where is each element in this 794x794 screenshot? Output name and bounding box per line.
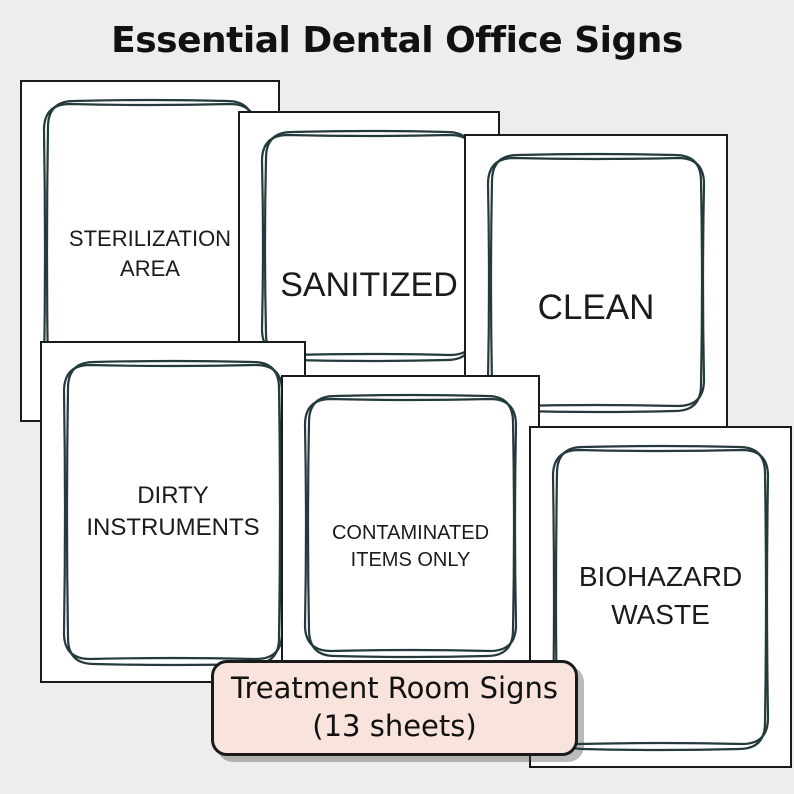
sign-sheet-sanitized: SANITIZED [238, 111, 500, 379]
sign-label-line: BIOHAZARD [578, 561, 743, 592]
badge-line-2: (13 sheets) [312, 709, 477, 743]
frame-stroke [62, 363, 284, 661]
sign-label-line: DIRTY [137, 482, 209, 509]
sign-label-line: STERILIZATION [68, 226, 232, 251]
sign-label: STERILIZATION AREA [22, 224, 278, 283]
sketch-frame-icon [486, 152, 706, 414]
badge-line-1: Treatment Room Signs [231, 671, 558, 705]
frame-stroke [260, 133, 478, 357]
sign-sheet-dirty-instruments: DIRTY INSTRUMENTS [40, 341, 306, 683]
frame-stroke [303, 397, 518, 653]
frame-stroke [486, 156, 706, 408]
sign-label-line: CLEAN [537, 288, 655, 327]
treatment-room-badge: Treatment Room Signs (13 sheets) [211, 660, 578, 756]
sketch-frame-icon [303, 393, 518, 659]
sign-sheet-contaminated-items-only: CONTAMINATED ITEMS ONLY [281, 375, 540, 675]
sign-label: BIOHAZARD WASTE [531, 558, 790, 634]
sign-label: SANITIZED [240, 263, 498, 309]
sign-label-line: WASTE [611, 598, 710, 630]
sign-label: CONTAMINATED ITEMS ONLY [283, 520, 538, 574]
sketch-frame-icon [260, 129, 478, 363]
sign-label-line: INSTRUMENTS [86, 514, 260, 542]
page-title: Essential Dental Office Signs [111, 20, 683, 61]
frame-stroke [554, 444, 768, 752]
frame-stroke [551, 448, 770, 746]
sign-label-line: CONTAMINATED [331, 522, 490, 544]
sign-label: CLEAN [466, 284, 726, 331]
frame-stroke [489, 152, 704, 414]
sign-label: DIRTY INSTRUMENTS [42, 480, 304, 545]
sign-label-line: ITEMS ONLY [350, 549, 471, 571]
sketch-frame-icon [551, 444, 770, 752]
frame-stroke [306, 393, 516, 659]
sign-label-line: SANITIZED [280, 266, 458, 304]
frame-stroke [263, 129, 476, 363]
sign-label-line: AREA [120, 255, 180, 281]
